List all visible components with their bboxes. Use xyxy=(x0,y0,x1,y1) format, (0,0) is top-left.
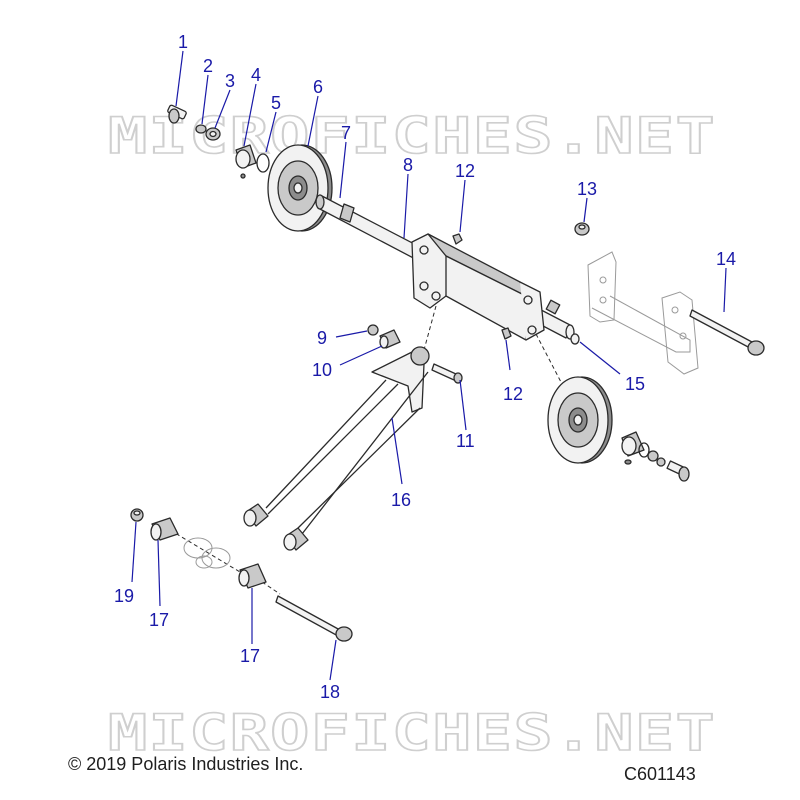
part-13-nut xyxy=(574,222,590,236)
callout-19: 19 xyxy=(114,586,134,606)
callout-12-upper: 12 xyxy=(455,161,475,181)
callouts: 1 2 3 4 5 6 7 8 12 13 14 9 10 15 12 11 1… xyxy=(114,32,736,702)
callout-8: 8 xyxy=(403,155,413,175)
callout-6: 6 xyxy=(313,77,323,97)
part-1-bolt xyxy=(167,104,187,124)
ghost-clamp xyxy=(183,537,231,569)
callout-16: 16 xyxy=(391,490,411,510)
center-bracket xyxy=(411,233,545,341)
callout-5: 5 xyxy=(271,93,281,113)
part-17-spacer-lower xyxy=(238,563,267,589)
callout-11: 11 xyxy=(456,431,475,451)
right-hardware xyxy=(621,431,690,482)
part-11-bolt xyxy=(431,363,463,384)
ghost-bracket xyxy=(587,251,699,375)
callout-17-upper: 17 xyxy=(149,610,169,630)
align-line-left xyxy=(423,305,437,351)
callout-17-lower: 17 xyxy=(240,646,260,666)
callout-10: 10 xyxy=(312,360,332,380)
callout-14: 14 xyxy=(716,249,736,269)
callout-7: 7 xyxy=(341,123,351,143)
part-18-bolt xyxy=(275,595,353,642)
watermark-bottom: MICROFICHES.NET xyxy=(108,704,716,762)
part-12-nut-upper xyxy=(452,233,463,245)
part-16-arm xyxy=(243,346,430,551)
part-4-bushing xyxy=(235,144,257,179)
figure-code: C601143 xyxy=(624,764,696,784)
part-14-bolt xyxy=(689,309,765,356)
part-15-shaft-end xyxy=(570,333,580,345)
callout-13: 13 xyxy=(577,179,597,199)
part-6-wheel xyxy=(267,144,333,232)
part-10-spacer xyxy=(379,329,401,349)
leader-lines xyxy=(131,50,727,681)
callout-18: 18 xyxy=(320,682,340,702)
callout-9: 9 xyxy=(317,328,327,348)
part-3-washer xyxy=(205,127,221,141)
callout-2: 2 xyxy=(203,56,213,76)
part-17-spacer-upper xyxy=(150,517,179,541)
part-6-wheel-right xyxy=(547,376,613,464)
align-line-lower xyxy=(169,529,251,579)
callout-3: 3 xyxy=(225,71,235,91)
callout-12-lower: 12 xyxy=(503,384,523,404)
align-line-right xyxy=(535,333,563,385)
part-2-washer xyxy=(195,124,207,134)
part-9-nut xyxy=(367,324,379,336)
callout-15: 15 xyxy=(625,374,645,394)
callout-1: 1 xyxy=(178,32,188,52)
copyright-text: © 2019 Polaris Industries Inc. xyxy=(68,754,304,774)
part-5-oring xyxy=(256,153,270,173)
part-19-nut xyxy=(130,508,144,522)
align-line-lower-2 xyxy=(261,581,281,595)
part-12-nut-lower xyxy=(501,327,512,340)
callout-4: 4 xyxy=(251,65,261,85)
